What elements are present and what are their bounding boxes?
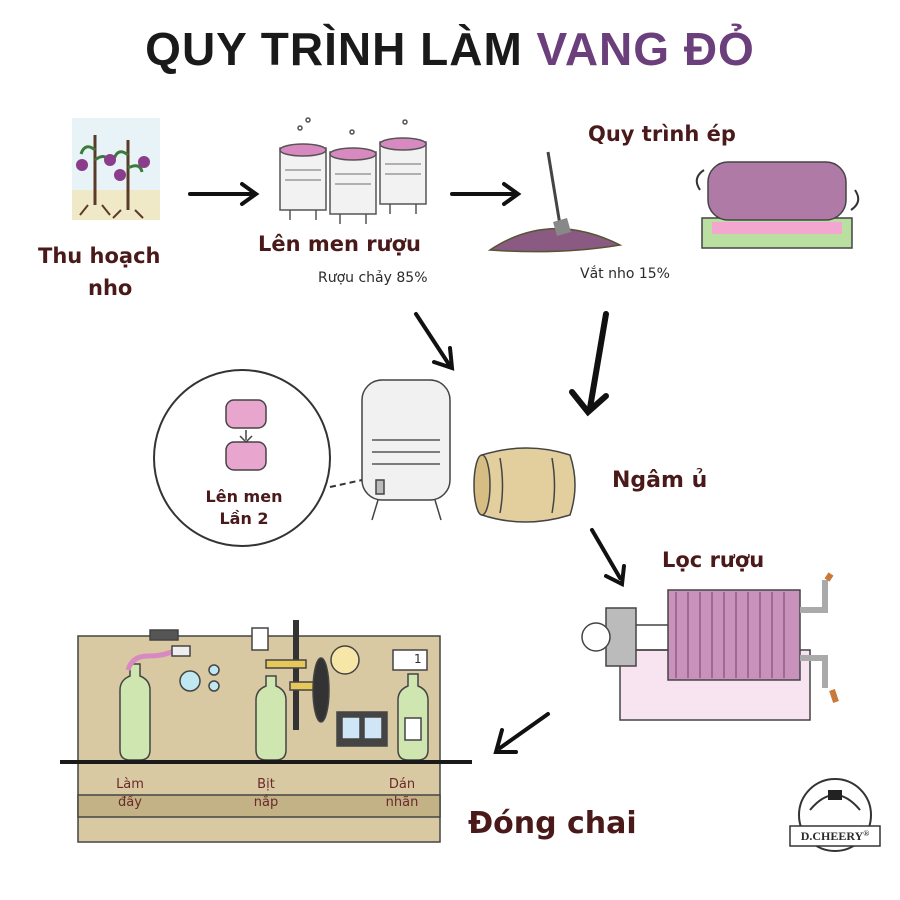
label-label-line2: nhãn	[385, 795, 419, 810]
second-ferment-line2: Lần 2	[219, 509, 269, 528]
filter-label: Lọc rượu	[662, 548, 765, 572]
filter-press	[581, 572, 839, 721]
pressed-label: Vắt nho 15%	[580, 266, 670, 282]
title-accent: VANG ĐỎ	[536, 23, 755, 75]
label-label: Dán nhãn	[372, 776, 432, 812]
flow-arrows	[188, 182, 626, 754]
second-ferment-line1: Lên men	[205, 487, 283, 506]
page-title: QUY TRÌNH LÀM VANG ĐỎ	[0, 22, 900, 76]
cap-label-line2: nắp	[253, 795, 279, 810]
bottling-label: Đóng chai	[468, 806, 637, 841]
pomace-pile	[487, 151, 623, 253]
harvest-label-line1: Thu hoạch	[38, 244, 161, 268]
harvest-label: Thu hoạch nho	[38, 240, 160, 304]
brand-mark: ®	[863, 829, 870, 838]
aging-label: Ngâm ủ	[612, 468, 708, 493]
dashed-connector	[329, 479, 363, 488]
ferment-label: Lên men rượu	[258, 232, 421, 256]
cap-label: Bịt nắp	[236, 776, 296, 812]
grapevine-illustration	[72, 118, 160, 220]
label-label-line1: Dán	[388, 777, 416, 792]
counter-value: 1	[414, 652, 422, 666]
fill-label-line2: đầy	[118, 795, 142, 810]
fermentation-tanks	[279, 117, 427, 224]
cap-label-line1: Bịt	[257, 777, 275, 792]
title-main: QUY TRÌNH LÀM	[145, 23, 523, 75]
oak-barrel	[473, 447, 576, 523]
brand-logo	[789, 778, 881, 852]
free-run-label: Rượu chảy 85%	[318, 270, 428, 286]
second-ferment-label: Lên men Lần 2	[196, 486, 292, 530]
fill-label-line1: Làm	[116, 777, 144, 792]
bottling-machine	[77, 620, 441, 843]
brand-name-text: D.CHEERY	[800, 829, 864, 843]
storage-tank	[361, 379, 451, 521]
harvest-label-line2: nho	[88, 276, 133, 300]
brand-name: D.CHEERY®	[790, 829, 880, 844]
wine-press	[695, 161, 860, 249]
fill-label: Làm đầy	[100, 776, 160, 812]
press-label: Quy trình ép	[588, 122, 736, 146]
small-barrels-icon	[225, 399, 267, 471]
